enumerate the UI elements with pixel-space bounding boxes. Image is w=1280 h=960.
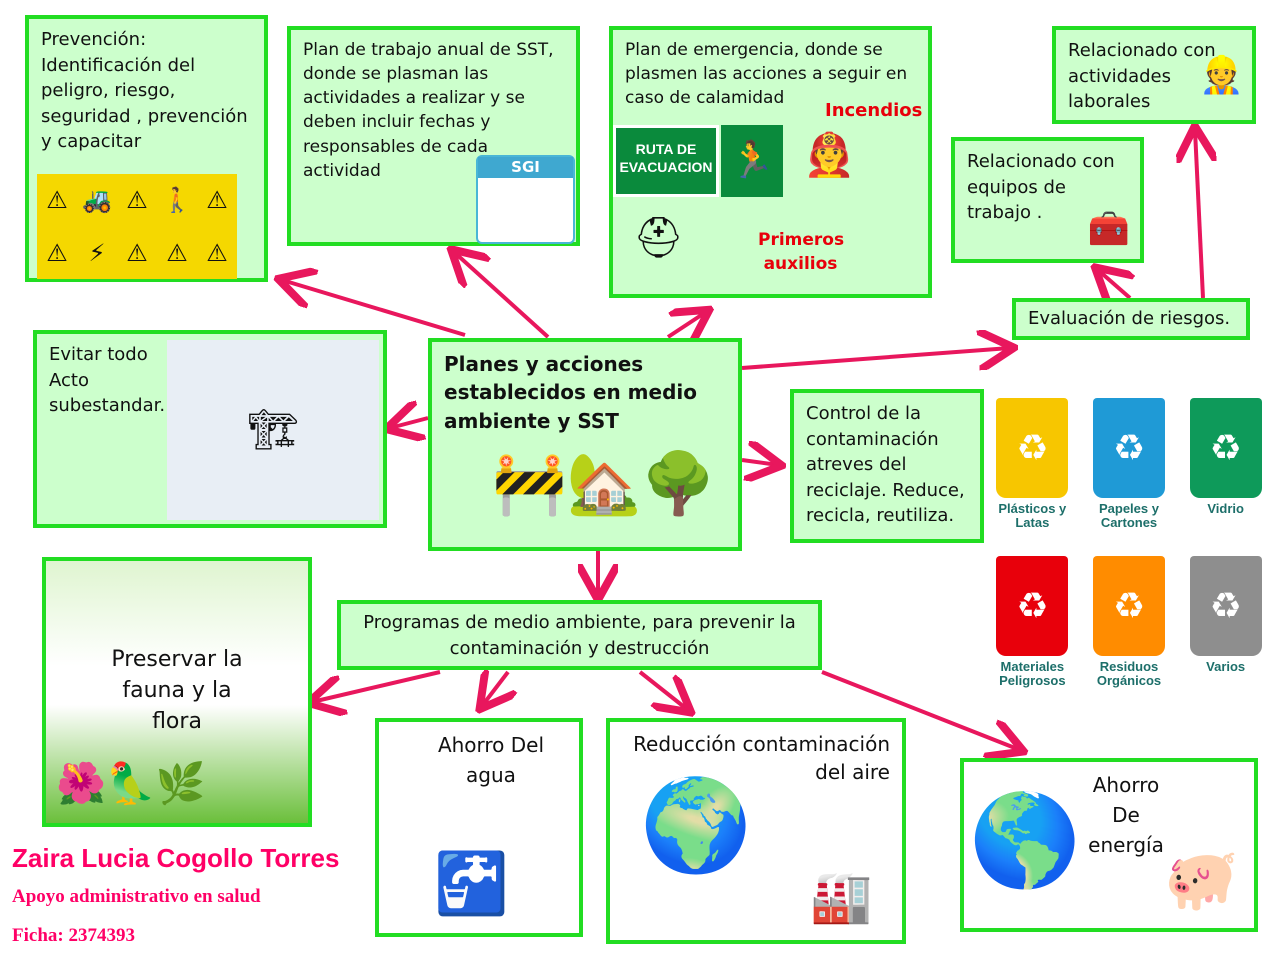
node-prevencion: Prevención: Identificación del peligro, …: [25, 15, 268, 282]
green-globe-icon: 🌎: [969, 788, 1082, 893]
incendios-label: Incendios: [825, 100, 923, 121]
central-text: Planes y acciones establecidos en medio …: [444, 352, 697, 433]
evacuation-route-sign: RUTA DE EVACUACION: [613, 125, 719, 197]
recycling-bins: ♻Plásticos y Latas♻Papeles y Cartones♻Vi…: [994, 398, 1264, 704]
flora-fauna-icon: 🌺🦜🌿: [56, 761, 206, 808]
reduccion-text: Reducción contaminación del aire: [633, 732, 890, 785]
node-energia: Ahorro De energía🌎 🐖: [960, 758, 1258, 932]
recycle-icon: ♻: [996, 556, 1069, 656]
recycle-icon: ♻: [996, 398, 1069, 498]
plan-emergencia-text: Plan de emergencia, donde se plasmen las…: [625, 40, 908, 109]
agua-text: Ahorro Del agua: [437, 733, 545, 787]
factory-icon: 🏭: [810, 868, 873, 926]
first-aid-icon: ⛑: [633, 215, 684, 261]
node-control: Control de la contaminación atreves del …: [790, 389, 984, 543]
worker-equipment-icon: 🧰: [1087, 208, 1130, 249]
recycling-bin: ♻ Varios: [1187, 556, 1264, 704]
node-evaluacion: Evaluación de riesgos.: [1012, 298, 1250, 340]
plan-anual-text: Plan de trabajo anual de SST, donde se p…: [303, 40, 554, 181]
preservar-text: Preservar la fauna y la flora: [111, 647, 243, 735]
node-reduccion: Reducción contaminación del aire🌍 🏭: [606, 718, 906, 944]
node-central: Planes y acciones establecidos en medio …: [428, 338, 742, 551]
node-programas: Programas de medio ambiente, para preven…: [337, 600, 822, 670]
bin-label: Vidrio: [1207, 501, 1244, 516]
node-plan-anual: Plan de trabajo anual de SST, donde se p…: [287, 26, 580, 246]
node-plan-emergencia: Plan de emergencia, donde se plasmen las…: [609, 26, 932, 298]
prevencion-text: Prevención: Identificación del peligro, …: [41, 29, 248, 153]
recycling-bin: ♻Plásticos y Latas: [994, 398, 1071, 546]
node-preservar: Preservar la fauna y la flora 🌺🦜🌿: [42, 557, 312, 827]
author-program: Apoyo administrativo en salud: [12, 886, 261, 907]
node-evitar: Evitar todo Acto subestandar.🏗: [33, 330, 387, 528]
author-ficha: Ficha: 2374393: [12, 925, 135, 946]
safety-eco-house-icon: 🚧🏡🌳: [492, 449, 717, 519]
bin-label: Papeles y Cartones: [1098, 501, 1159, 531]
recycle-icon: ♻: [1189, 556, 1262, 656]
recycling-bin: ♻ Vidrio: [1187, 398, 1264, 546]
calendar-icon: SGI: [476, 155, 575, 244]
recycle-icon: ♻: [1092, 398, 1165, 498]
equipos-text: Relacionado con equipos de trabajo .: [967, 151, 1115, 224]
node-equipos: Relacionado con equipos de trabajo .🧰: [951, 137, 1144, 263]
unsafe-acts-illustration: 🏗: [167, 340, 379, 520]
firefighters-icon: 👨‍🚒: [803, 130, 856, 179]
recycle-icon: ♻: [1189, 398, 1262, 498]
primeros-auxilios-label: Primeros auxilios: [758, 230, 845, 275]
energia-text: Ahorro De energía: [1088, 773, 1164, 857]
author-name: Zaira Lucia Cogollo Torres: [12, 843, 340, 873]
recycle-icon: ♻: [1092, 556, 1165, 656]
recycling-bin: ♻Materiales Peligrosos: [994, 556, 1071, 704]
polluted-earth-icon: 🌍: [640, 773, 753, 878]
recycling-bin: ♻Residuos Orgánicos: [1091, 556, 1168, 704]
bin-label: Residuos Orgánicos: [1096, 659, 1162, 689]
worker-icon: 👷: [1199, 55, 1244, 96]
bin-label: Materiales Peligrosos: [999, 659, 1066, 689]
node-actividades: Relacionado con actividades laborales👷: [1052, 26, 1256, 124]
sgi-label: SGI: [478, 157, 573, 179]
actividades-text: Relacionado con actividades laborales: [1068, 40, 1216, 113]
bin-label: Plásticos y Latas: [998, 501, 1067, 531]
node-agua: Ahorro Del agua 🚰: [375, 718, 583, 937]
exit-icon: 🏃: [721, 125, 783, 197]
water-faucet-icon: 🚰: [434, 849, 509, 919]
hazard-signs-icon: ⚠🚜⚠🚶⚠⚠⚡⚠⚠⚠: [37, 174, 237, 279]
recycling-bin: ♻Papeles y Cartones: [1091, 398, 1168, 546]
bin-label: Varios: [1206, 659, 1246, 674]
piggy-bank-bulb-icon: 🐖: [1164, 844, 1239, 915]
evitar-text: Evitar todo Acto subestandar.: [49, 344, 166, 417]
